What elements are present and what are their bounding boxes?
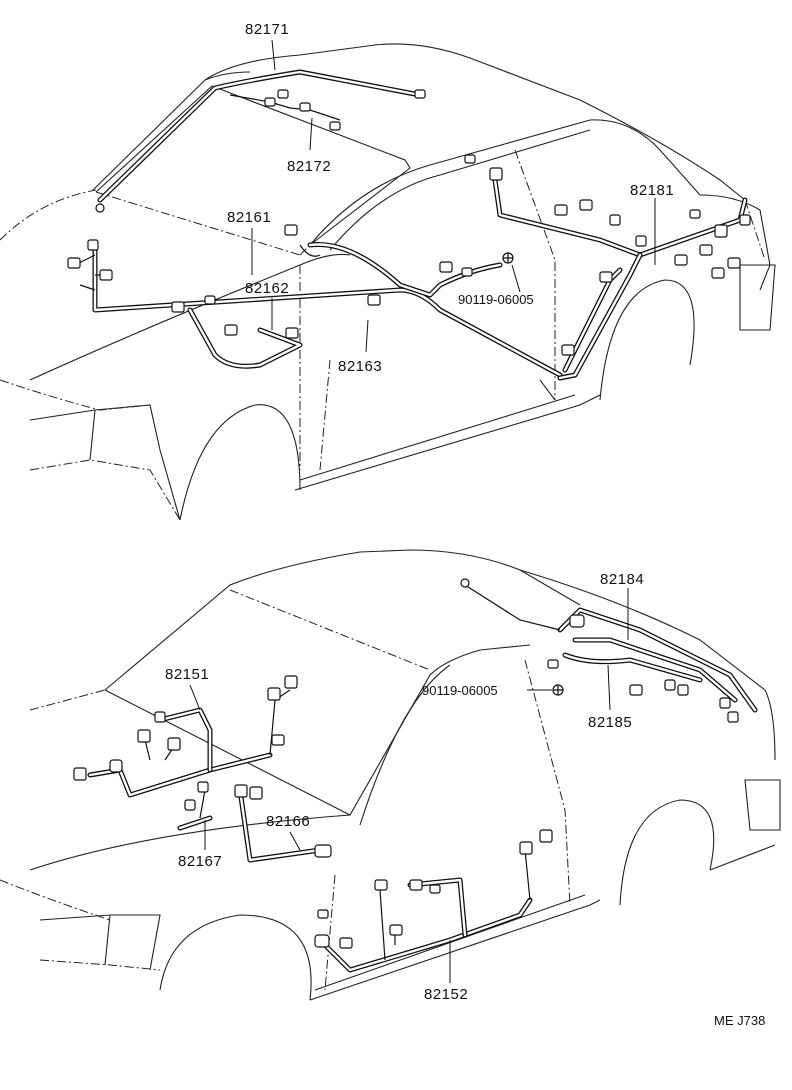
upper-harness-82162	[171, 295, 303, 369]
upper-harness-82163	[307, 242, 503, 306]
label-82184: 82184	[600, 571, 644, 588]
label-82151: 82151	[165, 666, 209, 683]
lower-car-body	[0, 549, 781, 1001]
label-82166: 82166	[266, 813, 310, 830]
lower-harness-82184	[460, 578, 758, 723]
upper-leaders	[251, 39, 656, 353]
label-82167: 82167	[178, 853, 222, 870]
label-82185: 82185	[588, 714, 632, 731]
figure-code: ME J738	[714, 1013, 765, 1028]
upper-harness-82161	[67, 224, 563, 378]
upper-harness-82181	[464, 154, 751, 381]
lower-harness-82185	[547, 652, 703, 696]
lower-harness-82166	[234, 784, 332, 863]
lower-harness-82152	[314, 829, 553, 973]
lower-harness-82151	[73, 675, 298, 798]
upper-harness-82171	[95, 69, 426, 213]
label-82162: 82162	[245, 280, 289, 297]
lower-leaders	[189, 588, 629, 983]
label-82181: 82181	[630, 182, 674, 199]
upper-bolt	[502, 252, 514, 264]
label-82163: 82163	[338, 358, 382, 375]
upper-car-body	[0, 43, 776, 521]
label-82161: 82161	[227, 209, 271, 226]
label-82152: 82152	[424, 986, 468, 1003]
label-bolt-lower: 90119-06005	[422, 683, 498, 698]
label-bolt-upper: 90119-06005	[458, 292, 534, 307]
part-labels: 82171 82172 82161 82162 82163 82181 9011…	[165, 21, 765, 1028]
lower-bolt	[552, 684, 564, 696]
lower-harness-82167	[177, 781, 213, 831]
label-82171: 82171	[245, 21, 289, 38]
label-82172: 82172	[287, 158, 331, 175]
